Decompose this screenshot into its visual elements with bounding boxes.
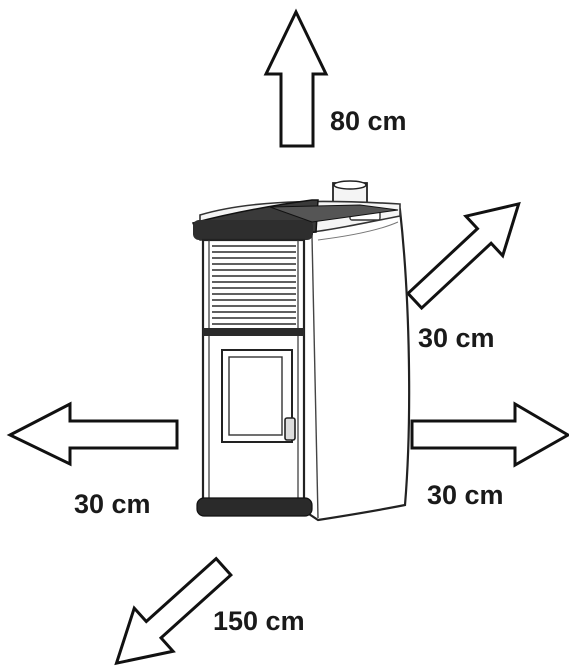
arrow-up-right-icon <box>405 201 521 311</box>
pellet-stove <box>191 180 411 522</box>
top-clearance-label: 80 cm <box>330 106 407 136</box>
arrow-down-left-icon <box>114 556 233 666</box>
stove-side-panel <box>301 208 411 522</box>
arrow-left-icon <box>6 401 179 467</box>
back-right-clearance-label: 30 cm <box>418 323 495 353</box>
arrow-right-icon <box>410 401 569 468</box>
door-handle <box>284 417 296 441</box>
right-clearance-label: 30 cm <box>427 480 504 510</box>
front-clearance-label: 150 cm <box>213 606 305 636</box>
arrow-up-icon <box>263 8 329 148</box>
left-clearance-label: 30 cm <box>74 489 151 519</box>
stove-grille <box>212 245 296 325</box>
stove-base <box>196 497 313 517</box>
stove-window <box>228 356 283 436</box>
